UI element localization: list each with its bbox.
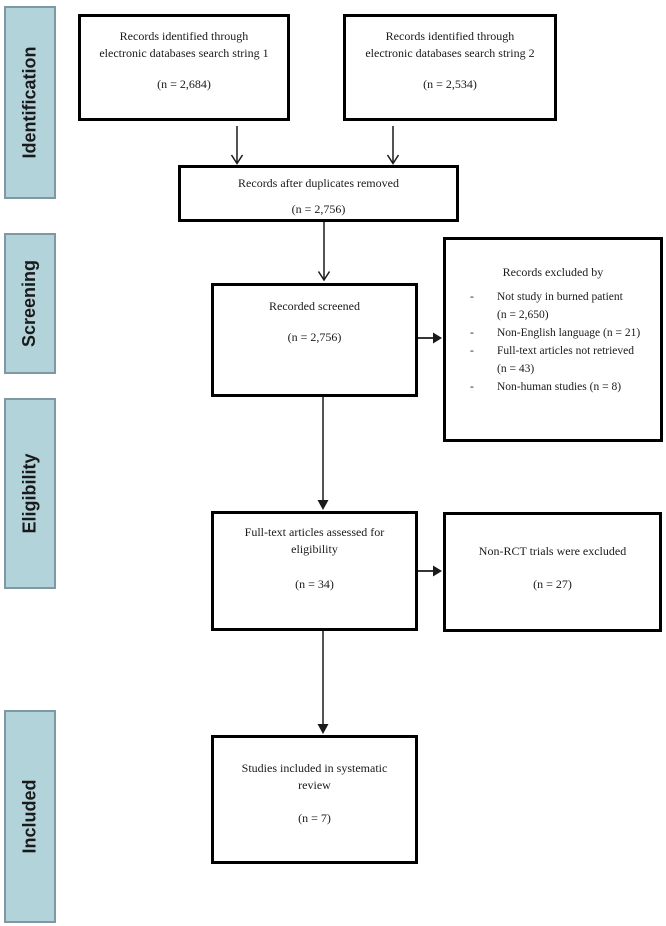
stage-label-included: Included (19, 779, 40, 854)
stage-label-identification: Identification (19, 46, 40, 159)
item-line: Full-text articles not retrieved (497, 345, 634, 357)
box-records-excluded: Records excluded by - Not study in burne… (443, 237, 663, 442)
item-line: Non-human studies (n = 8) (497, 381, 622, 393)
item-text: Non-human studies (n = 8) (497, 378, 656, 396)
item-line: (n = 2,650) (497, 309, 549, 321)
box-text-line: review (298, 778, 331, 792)
box-text-line: Records after duplicates removed (238, 176, 399, 190)
arrowhead-filled-icon (433, 332, 442, 344)
arrowhead-open-icon (386, 154, 400, 165)
box-text-line: Full-text articles assessed for (244, 525, 385, 539)
box-count: (n = 27) (533, 577, 572, 591)
list-item: - Full-text articles not retrieved (n = … (470, 342, 656, 378)
box-text-line: eligibility (291, 542, 338, 556)
arrowhead-filled-icon (317, 500, 329, 510)
box-text-line: Records identified through (385, 29, 515, 43)
arrowhead-filled-icon (433, 565, 442, 577)
box-records-screened: Recorded screened (n = 2,756) (211, 283, 418, 397)
arrowhead-filled-icon (317, 724, 329, 734)
dash-marker: - (470, 345, 474, 357)
item-line: (n = 43) (497, 363, 535, 375)
stage-label-eligibility: Eligibility (19, 453, 40, 534)
dash-marker: - (470, 291, 474, 303)
dash-marker: - (470, 381, 474, 393)
list-item: - Not study in burned patient (n = 2,650… (470, 288, 656, 324)
box-text-line: electronic databases search string 2 (365, 46, 535, 60)
box-count: (n = 2,756) (291, 202, 346, 216)
box-count: (n = 7) (298, 811, 331, 825)
box-count: (n = 2,756) (287, 330, 342, 344)
box-title: Records excluded by (502, 265, 604, 279)
box-text-line: Studies included in systematic (241, 761, 388, 775)
box-text-line: electronic databases search string 1 (99, 46, 269, 60)
stage-label-screening: Screening (19, 259, 40, 348)
item-line: Not study in burned patient (497, 291, 623, 303)
dash-marker: - (470, 327, 474, 339)
stage-screening: Screening (4, 233, 56, 374)
item-line: Non-English language (n = 21) (497, 327, 641, 339)
box-search-string-1: Records identified through electronic da… (78, 14, 290, 121)
item-text: Non-English language (n = 21) (497, 324, 656, 342)
box-count: (n = 2,684) (157, 77, 211, 91)
arrowhead-open-icon (230, 154, 244, 165)
box-studies-included: Studies included in systematic review (n… (211, 735, 418, 864)
list-item: - Non-English language (n = 21) (470, 324, 656, 342)
box-fulltext-assessed: Full-text articles assessed for eligibil… (211, 511, 418, 631)
excluded-list: - Not study in burned patient (n = 2,650… (446, 288, 660, 396)
stage-eligibility: Eligibility (4, 398, 56, 589)
box-search-string-2: Records identified through electronic da… (343, 14, 557, 121)
stage-identification: Identification (4, 6, 56, 199)
box-duplicates-removed: Records after duplicates removed (n = 2,… (178, 165, 459, 222)
box-text-line: Non-RCT trials were excluded (478, 544, 627, 558)
box-text-line: Records identified through (119, 29, 249, 43)
box-nonrct-excluded: Non-RCT trials were excluded (n = 27) (443, 512, 662, 632)
stage-included: Included (4, 710, 56, 923)
list-item: - Non-human studies (n = 8) (470, 378, 656, 396)
box-count: (n = 34) (295, 577, 334, 591)
box-count: (n = 2,534) (423, 77, 477, 91)
item-text: Full-text articles not retrieved (n = 43… (497, 342, 656, 378)
box-text-line: Recorded screened (269, 299, 360, 313)
arrowhead-open-icon (317, 271, 331, 282)
item-text: Not study in burned patient (n = 2,650) (497, 288, 656, 324)
